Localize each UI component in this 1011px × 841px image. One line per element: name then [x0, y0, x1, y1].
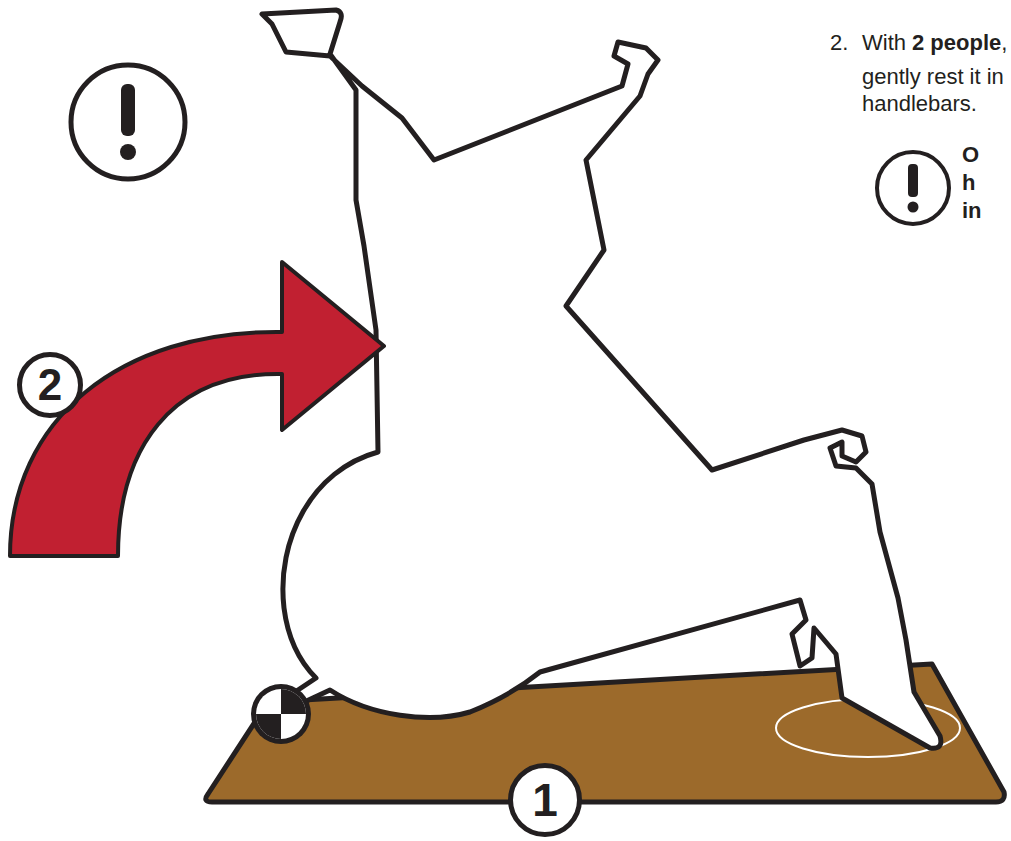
rotate-arrow [10, 262, 384, 556]
center-of-gravity-symbol [251, 684, 311, 744]
warning-text: O [962, 142, 979, 168]
callout-number: 2 [17, 352, 83, 418]
instruction-text: gently rest it in [862, 64, 1004, 90]
instruction-text: handlebars. [862, 91, 977, 117]
bike-silhouette [262, 10, 941, 748]
instruction-emphasis: 2 people [912, 30, 1001, 56]
warning-icon [877, 152, 949, 224]
warning-text: h [962, 170, 975, 196]
instruction-text: With [862, 30, 906, 56]
step-number: 2. [830, 30, 848, 56]
instruction-text: , [1001, 30, 1007, 56]
warning-text: in [962, 198, 982, 224]
callout-number: 1 [508, 763, 582, 837]
warning-icon [71, 65, 185, 179]
